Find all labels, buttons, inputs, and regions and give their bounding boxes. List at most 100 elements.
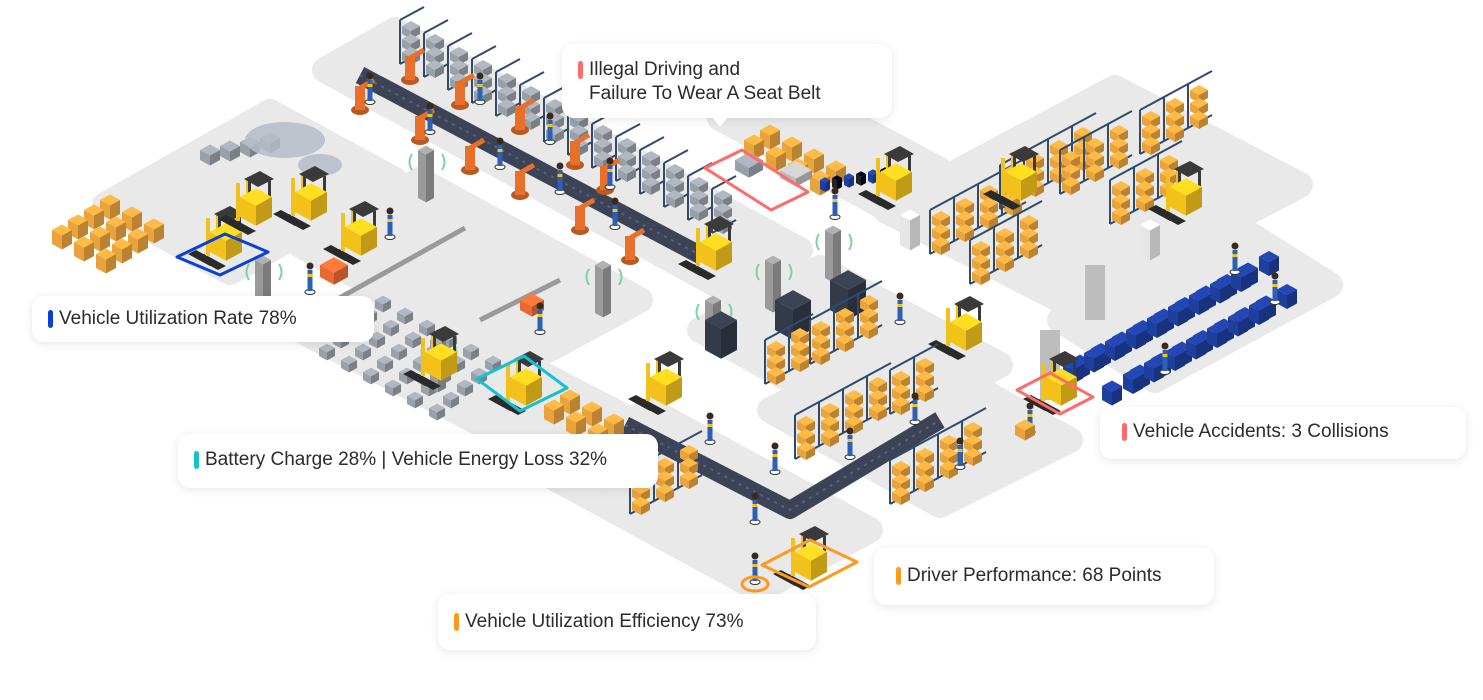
box-top	[666, 177, 684, 187]
forklift-pillar	[453, 336, 456, 354]
box-right	[465, 384, 473, 397]
worker	[474, 72, 486, 105]
box-right	[981, 272, 990, 285]
worker-vest	[1162, 354, 1168, 357]
forklift-fork	[331, 249, 361, 265]
forklift-body	[1005, 163, 1037, 201]
box-right	[925, 479, 934, 492]
worker	[544, 112, 556, 145]
engine-part-pallet	[544, 399, 564, 425]
accent-bar	[194, 451, 199, 469]
engine-part-pallet	[566, 411, 586, 437]
box-top	[1086, 164, 1104, 174]
forklift-pillar	[248, 181, 251, 199]
box-top	[595, 260, 611, 270]
callout-text: Vehicle Utilization Rate 78%	[59, 308, 297, 329]
callout-pointer	[712, 117, 728, 127]
box-left	[520, 300, 532, 317]
engine-part-pallet	[443, 391, 459, 409]
box-left	[96, 254, 106, 274]
worker	[894, 292, 906, 325]
blue-bin-rack	[1084, 347, 1104, 373]
carton-pallets	[74, 236, 94, 262]
box-left	[1123, 374, 1133, 394]
box-right	[383, 300, 391, 313]
rack-box	[498, 99, 516, 117]
box-left	[642, 182, 651, 195]
box-right	[845, 339, 854, 352]
box-right	[878, 408, 887, 421]
box-right	[1154, 363, 1164, 383]
worker-body	[707, 420, 713, 441]
box-left	[956, 229, 965, 242]
forklift-pillar	[1073, 361, 1076, 379]
zone-utilization	[175, 232, 270, 277]
worker	[1229, 242, 1241, 275]
forklift-pillar	[433, 336, 436, 354]
forklift-pillar	[323, 176, 326, 194]
conveyor-rollers	[624, 419, 941, 512]
box-top	[1050, 140, 1068, 150]
rack-box	[791, 354, 809, 372]
rack-top	[663, 149, 689, 164]
box-left	[791, 359, 800, 372]
box-left	[856, 174, 861, 186]
box-right	[837, 178, 842, 190]
rack-box	[1020, 241, 1038, 259]
worker	[844, 427, 856, 460]
cart-load	[1015, 419, 1035, 441]
box-right	[821, 352, 830, 365]
robot-column	[515, 106, 525, 130]
worker-body	[957, 445, 963, 466]
box-right	[437, 408, 445, 421]
callout-vehicle-accidents: Vehicle Accidents: 3 Collisions	[1100, 407, 1466, 459]
box-left	[1170, 187, 1186, 216]
worker-body	[387, 215, 393, 236]
box-top	[426, 47, 444, 57]
box-left	[341, 360, 349, 373]
pillar-body	[825, 225, 841, 283]
box-top	[735, 152, 763, 168]
box-right	[311, 192, 327, 221]
worker-vest	[1232, 254, 1238, 257]
forklift-mast	[421, 338, 425, 376]
forklift-roof	[1174, 161, 1204, 177]
box-left	[1147, 318, 1157, 338]
box-right	[1199, 116, 1208, 129]
worker-vest	[707, 424, 713, 427]
box-left	[240, 142, 250, 158]
worker-head	[896, 292, 904, 300]
rack-box	[642, 177, 660, 195]
box-right	[1175, 129, 1184, 142]
box-right	[1005, 259, 1014, 272]
box-right	[1025, 425, 1035, 441]
box-left	[319, 348, 327, 361]
forklift-pillar	[518, 361, 521, 379]
box-top	[956, 198, 974, 208]
pillar-body	[595, 260, 611, 318]
worker-head	[1231, 242, 1239, 250]
box-right	[603, 265, 611, 318]
wifi-signal-icon	[585, 268, 623, 286]
robot-column	[415, 116, 425, 140]
worker-head	[1271, 272, 1279, 280]
engine-part-pallet	[463, 343, 479, 361]
box-left	[844, 176, 849, 188]
box-right	[363, 348, 371, 361]
box-top	[980, 185, 998, 195]
box-top	[594, 125, 612, 135]
box-left	[320, 265, 334, 285]
box-right	[413, 336, 421, 349]
callout-text: Vehicle Utilization Efficiency 73%	[465, 611, 744, 632]
box-left	[1050, 171, 1059, 184]
rack-top	[495, 58, 521, 73]
box-top	[426, 34, 444, 44]
forklift-body	[295, 183, 327, 221]
engine-part-pallet	[363, 367, 379, 385]
engine-part-pallet	[397, 307, 413, 325]
box-left	[820, 180, 825, 192]
box-top	[430, 335, 446, 345]
box-left	[656, 489, 665, 502]
box-left	[1112, 212, 1121, 225]
box-top	[1086, 151, 1104, 161]
